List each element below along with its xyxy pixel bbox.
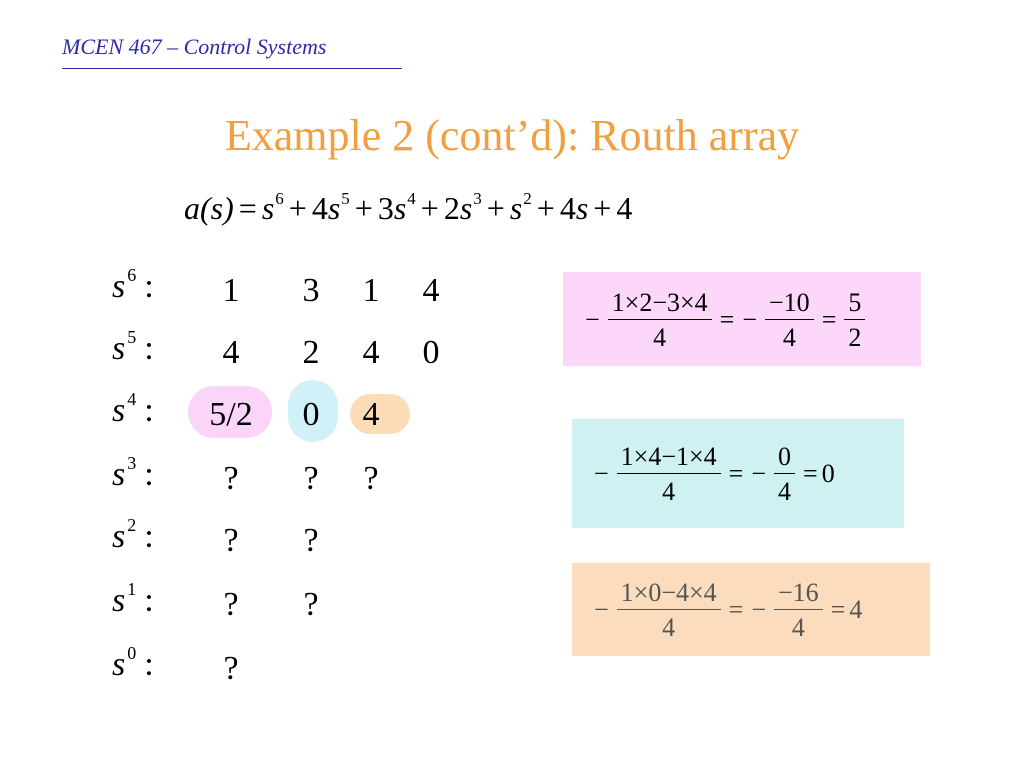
poly-term: 4 [616,190,633,226]
slide-title: Example 2 (cont’d): Routh array [224,111,800,160]
highlight-4 [350,394,410,434]
routh-cell: 4 [362,334,380,371]
routh-cell: 1 [362,272,380,309]
course-header: MCEN 467 – Control Systems [62,34,327,59]
routh-cell: ? [303,586,319,623]
routh-cell: ? [363,460,379,497]
poly-term: 2s3 [443,189,482,226]
poly-term: s2 [509,189,532,226]
routh-cell: 4 [222,334,240,371]
routh-cell: 5/2 [209,396,253,433]
course-header-underline [62,68,402,69]
routh-cell: ? [223,650,239,687]
poly-term: 4s5 [311,189,350,226]
poly-term: 3s4 [377,189,416,226]
routh-cell: 0 [302,396,320,433]
routh-cell: ? [223,460,239,497]
result-value: 0 [821,459,835,488]
routh-cell: 3 [302,272,320,309]
poly-term: s6 [261,189,284,226]
poly-lhs: a(s) [184,190,234,226]
characteristic-polynomial: a(s)=s6+4s5+3s4+2s3+s2+4s+4 [184,189,633,226]
routh-cell: ? [303,460,319,497]
highlight-5-2 [188,386,272,438]
highlight-0 [288,380,338,442]
routh-cell: ? [223,586,239,623]
poly-term: 4s [559,190,589,226]
routh-cell: 4 [362,396,380,433]
routh-cell: ? [223,522,239,559]
routh-cell: 4 [422,272,440,309]
routh-cell: 2 [302,334,320,371]
result-value: 4 [849,595,863,624]
routh-cell: 1 [222,272,240,309]
routh-cell: ? [303,522,319,559]
routh-cell: 0 [422,334,440,371]
